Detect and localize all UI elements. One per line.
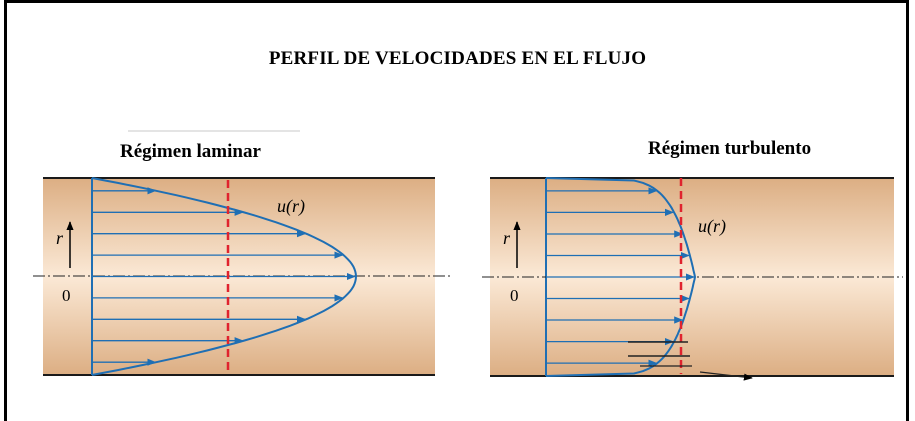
turbulent-origin-label: 0 (510, 286, 519, 305)
turbulent-velocity-profile-curve (545, 177, 697, 377)
figure-title: PERFIL DE VELOCIDADES EN EL FLUJO (268, 48, 647, 69)
turbulent-heading: Régimen turbulento (648, 138, 812, 159)
wall-shear-arrow (699, 371, 753, 381)
turbulent-radius-label: r (503, 228, 511, 248)
figure-frame (4, 0, 909, 421)
laminar-heading: Régimen laminar (120, 141, 261, 162)
turbulent-panel: r 0 u(r) (482, 177, 903, 381)
laminar-velocity-profile-curve (91, 177, 358, 376)
laminar-velocity-vectors (92, 187, 356, 366)
laminar-panel: r 0 u(r) (33, 177, 450, 376)
laminar-origin-label: 0 (62, 286, 71, 305)
turbulent-velocity-label: u(r) (698, 216, 726, 237)
laminar-velocity-label: u(r) (277, 196, 305, 217)
laminar-radius-label: r (56, 228, 64, 248)
